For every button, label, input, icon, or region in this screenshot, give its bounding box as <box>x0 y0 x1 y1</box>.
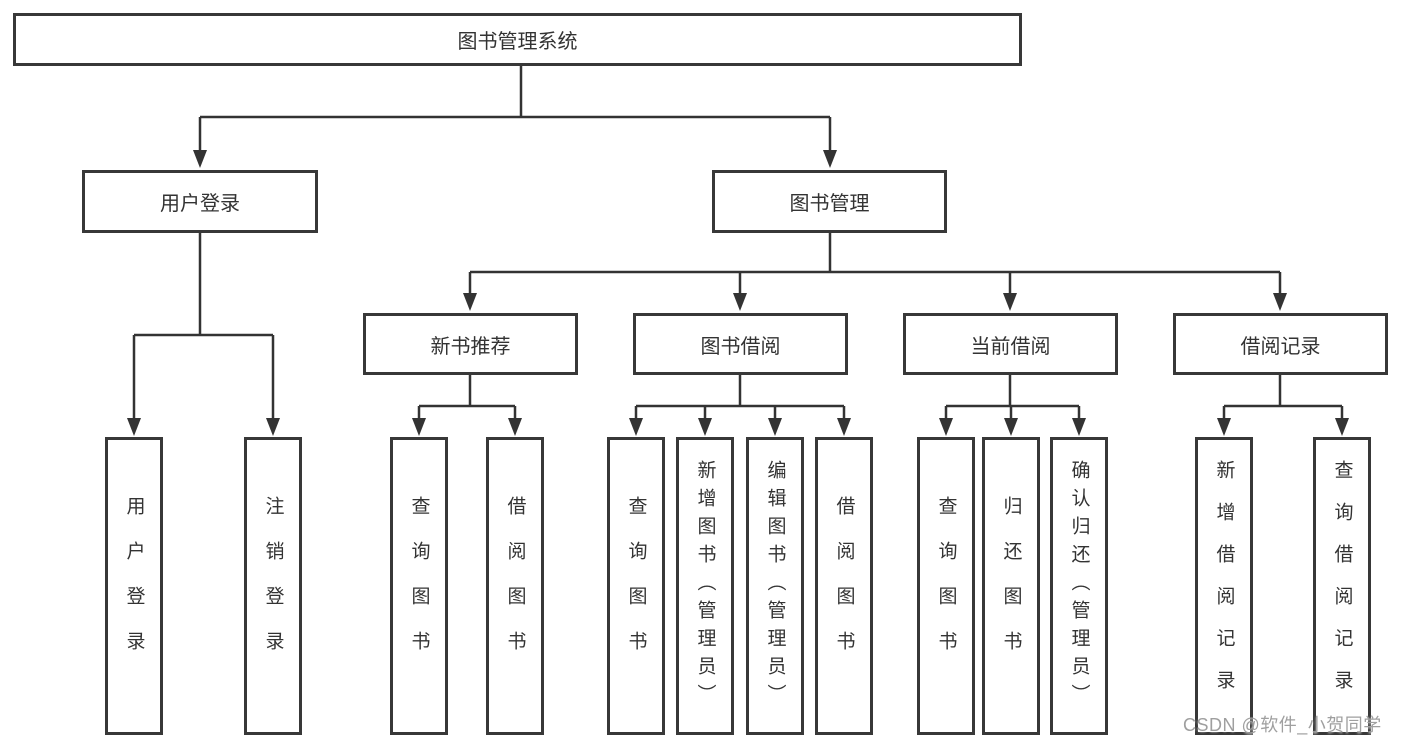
node-label: 注销登录 <box>262 496 284 676</box>
node-label: 查询借阅记录 <box>1331 460 1353 712</box>
leaf-bb-add-books-admin: 新增图书（管理员） <box>676 437 734 735</box>
node-label: 借阅图书 <box>833 496 855 676</box>
node-book-management: 图书管理 <box>712 170 947 233</box>
leaf-bb-query-books: 查询图书 <box>607 437 665 735</box>
node-label: 借阅记录 <box>1240 335 1321 358</box>
node-label: 图书借阅 <box>700 335 781 358</box>
node-label: 新书推荐 <box>430 335 511 358</box>
node-label: 借阅图书 <box>504 496 526 676</box>
leaf-cb-query-books: 查询图书 <box>917 437 975 735</box>
node-label: 用户登录 <box>160 193 240 215</box>
leaf-user-login: 用户登录 <box>105 437 163 735</box>
leaf-bb-borrow-books: 借阅图书 <box>815 437 873 735</box>
node-root-library-system: 图书管理系统 <box>13 13 1022 66</box>
node-label: 新增借阅记录 <box>1213 460 1235 712</box>
node-label: 查询图书 <box>625 496 647 676</box>
node-user-login: 用户登录 <box>82 170 318 233</box>
node-book-borrowing: 图书借阅 <box>633 313 848 375</box>
node-label: 查询图书 <box>935 496 957 676</box>
leaf-cb-return-books: 归还图书 <box>982 437 1040 735</box>
node-label: 确认归还（管理员） <box>1068 460 1090 712</box>
leaf-nb-query-books: 查询图书 <box>390 437 448 735</box>
arrowheads <box>127 150 1349 436</box>
node-new-book-recommend: 新书推荐 <box>363 313 578 375</box>
leaf-bb-edit-books-admin: 编辑图书（管理员） <box>746 437 804 735</box>
node-label: 编辑图书（管理员） <box>764 460 786 712</box>
leaf-br-query-record: 查询借阅记录 <box>1313 437 1371 735</box>
node-label: 归还图书 <box>1000 496 1022 676</box>
csdn-watermark: CSDN @软件_小贺同学 <box>1183 715 1382 735</box>
leaf-logout: 注销登录 <box>244 437 302 735</box>
node-label: 用户登录 <box>123 496 145 676</box>
node-label: 图书管理 <box>789 193 870 215</box>
leaf-nb-borrow-books: 借阅图书 <box>486 437 544 735</box>
node-label: 图书管理系统 <box>457 31 578 53</box>
node-label: 当前借阅 <box>970 335 1051 358</box>
leaf-cb-confirm-return-admin: 确认归还（管理员） <box>1050 437 1108 735</box>
node-label: 查询图书 <box>408 496 430 676</box>
node-label: 新增图书（管理员） <box>694 460 716 712</box>
node-borrowing-records: 借阅记录 <box>1173 313 1388 375</box>
node-current-borrowing: 当前借阅 <box>903 313 1118 375</box>
leaf-br-add-record: 新增借阅记录 <box>1195 437 1253 735</box>
